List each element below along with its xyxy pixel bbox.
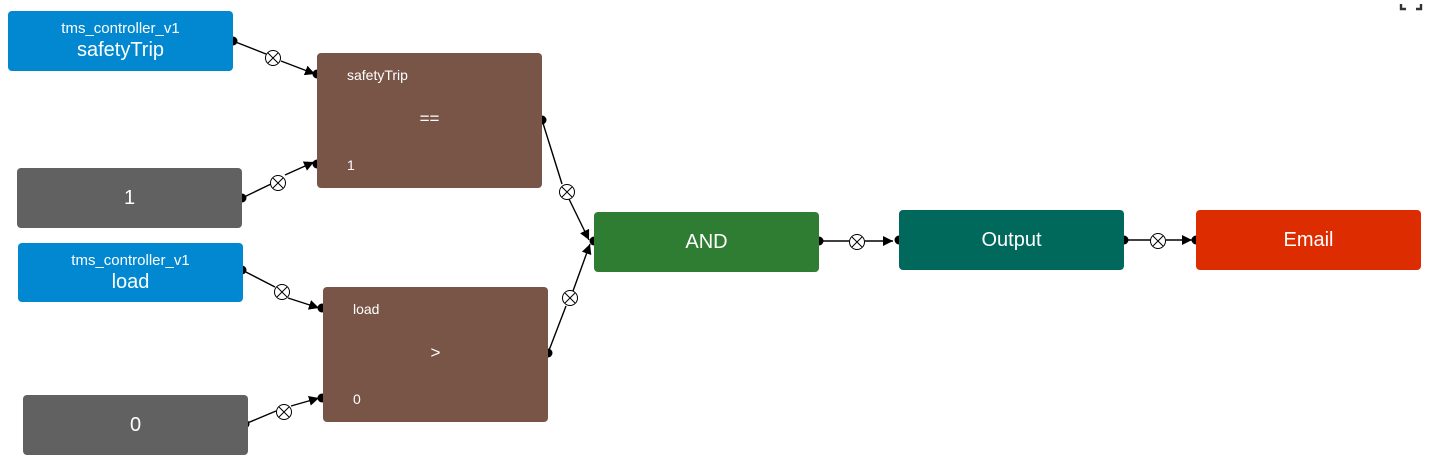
operator-node-greater[interactable]: load > 0 bbox=[323, 287, 548, 422]
connection-one-to-equals[interactable] bbox=[237, 159, 322, 203]
fullscreen-icon[interactable] bbox=[1399, 0, 1423, 12]
connection-and-to-output[interactable] bbox=[814, 234, 904, 250]
and-node[interactable]: AND bbox=[594, 212, 819, 272]
source-variable-label: load bbox=[111, 270, 150, 293]
operator-input-1-label: load bbox=[353, 301, 380, 317]
constant-value: 1 bbox=[123, 186, 136, 209]
email-label: Email bbox=[1283, 228, 1334, 251]
circled-times-icon[interactable] bbox=[265, 50, 281, 66]
operator-input-2-label: 0 bbox=[353, 391, 361, 407]
operator-input-2-label: 1 bbox=[347, 157, 355, 173]
source-device-label: tms_controller_v1 bbox=[71, 251, 190, 269]
circled-times-icon[interactable] bbox=[274, 284, 290, 300]
circled-times-icon[interactable] bbox=[562, 290, 578, 306]
output-label: Output bbox=[981, 228, 1042, 251]
and-label: AND bbox=[685, 230, 728, 253]
operator-node-equals[interactable]: safetyTrip == 1 bbox=[317, 53, 542, 188]
circled-times-icon[interactable] bbox=[270, 175, 286, 191]
circled-times-icon[interactable] bbox=[559, 184, 575, 200]
operator-input-1-label: safetyTrip bbox=[347, 67, 408, 83]
circled-times-icon[interactable] bbox=[1150, 233, 1166, 249]
output-node[interactable]: Output bbox=[899, 210, 1124, 270]
source-variable-label: safetyTrip bbox=[76, 39, 165, 61]
source-node-safetytrip[interactable]: tms_controller_v1 safetyTrip bbox=[8, 11, 233, 71]
constant-node-one[interactable]: 1 bbox=[17, 168, 242, 228]
operator-symbol: > bbox=[430, 343, 441, 362]
connection-zero-to-greater[interactable] bbox=[240, 393, 327, 429]
connection-greater-to-and[interactable] bbox=[543, 243, 592, 358]
source-device-label: tms_controller_v1 bbox=[61, 20, 180, 37]
email-node[interactable]: Email bbox=[1196, 210, 1421, 270]
connection-load-to-greater[interactable] bbox=[237, 265, 327, 313]
connection-equals-to-and[interactable] bbox=[537, 115, 599, 246]
constant-node-zero[interactable]: 0 bbox=[23, 395, 248, 455]
circled-times-icon[interactable] bbox=[849, 234, 865, 250]
operator-symbol: == bbox=[419, 109, 440, 128]
circled-times-icon[interactable] bbox=[276, 404, 292, 420]
constant-value: 0 bbox=[129, 413, 142, 436]
connection-output-to-email[interactable] bbox=[1119, 233, 1201, 249]
connection-safety-to-equals[interactable] bbox=[228, 36, 322, 79]
source-node-load[interactable]: tms_controller_v1 load bbox=[18, 243, 243, 302]
